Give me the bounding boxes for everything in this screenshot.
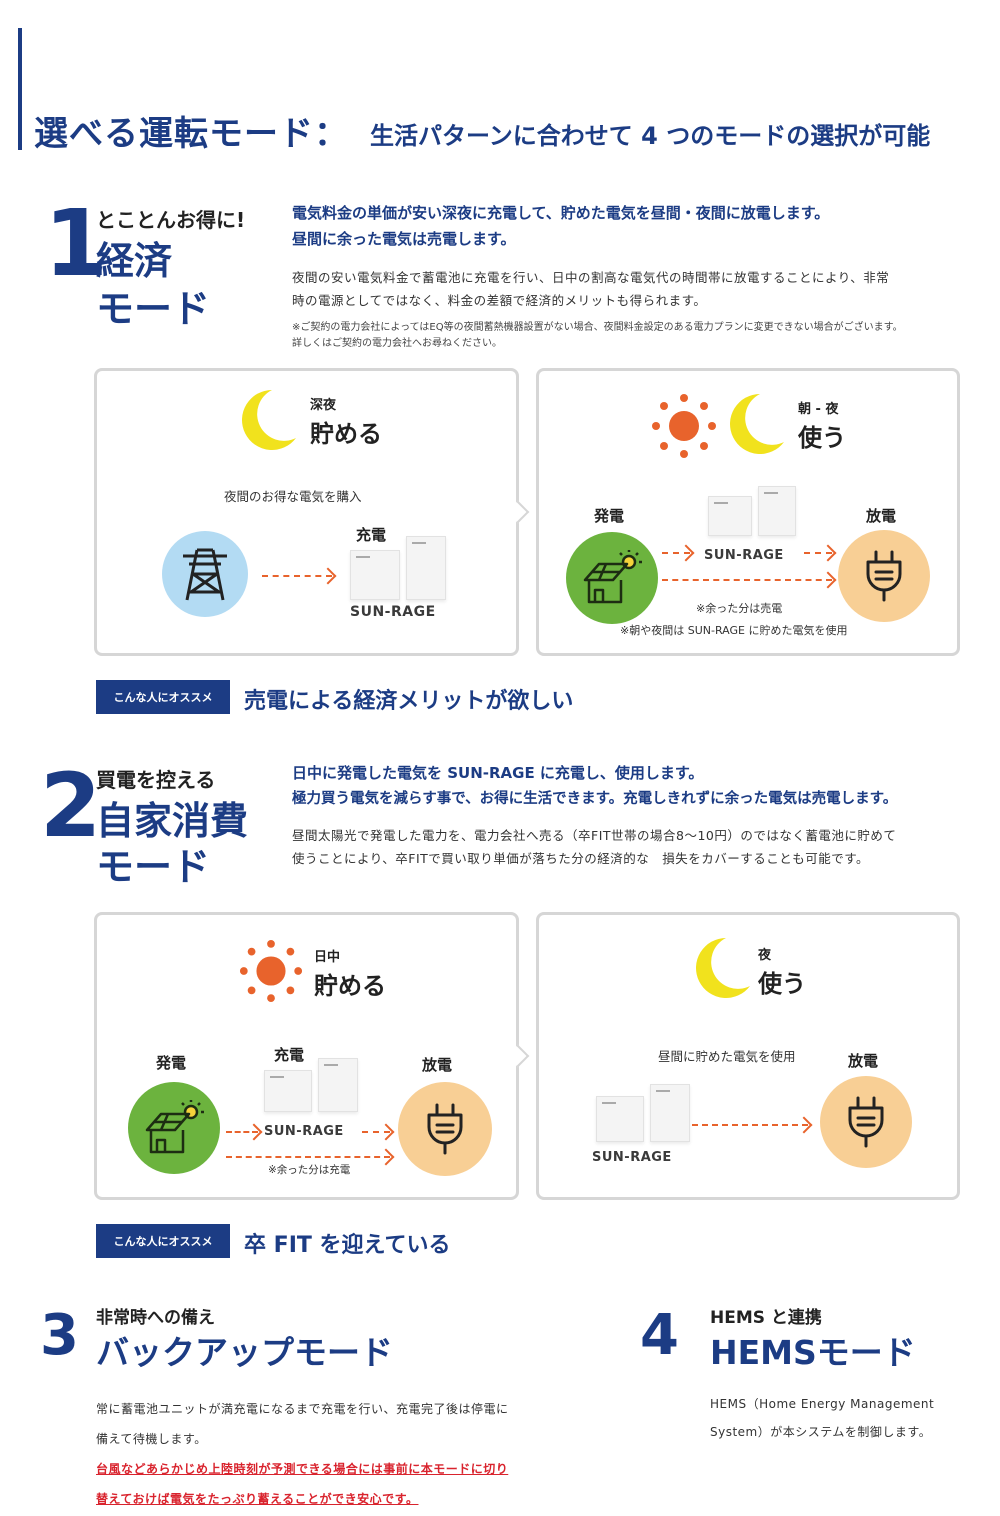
mode4-tagline: HEMS と連携 — [710, 1308, 822, 1328]
mode3-name: バックアップモード — [96, 1333, 393, 1372]
battery-unit — [758, 486, 796, 536]
mode2-recommend: 卒 FIT を迎えている — [244, 1233, 451, 1258]
pylon-circle — [162, 531, 248, 617]
mode1-right-discharge-label: 放電 — [866, 507, 897, 525]
battery-unit — [406, 536, 446, 600]
pylon-icon — [183, 548, 227, 601]
mode2-left-action: 貯める — [314, 972, 386, 1000]
mode-number-3: 3 — [40, 1303, 79, 1368]
sunrage-logo: SUN-RAGE — [350, 604, 436, 620]
mode3-tagline: 非常時への備え — [96, 1308, 215, 1328]
mode2-tagline: 買電を控える — [96, 768, 216, 792]
mode1-right-generate-label: 発電 — [594, 507, 625, 525]
plug-icon — [848, 1096, 884, 1148]
battery-unit — [318, 1058, 358, 1112]
mode1-arrow-gen-to-use — [662, 579, 832, 581]
plug-circle — [820, 1076, 912, 1168]
mode2-right-caption: 昼間に貯めた電気を使用 — [658, 1049, 796, 1064]
mode2-name-line1: 自家消費 — [96, 799, 249, 843]
mode2-left-note: ※余った分は充電 — [268, 1164, 351, 1176]
mode2-right-action: 使う — [758, 970, 806, 998]
sun-icon — [652, 394, 716, 458]
mode2-arrow-battery-to-use — [692, 1124, 808, 1126]
mode1-lead-2: 昼間に余った電気は売電します。 — [292, 230, 516, 248]
plug-circle — [398, 1082, 492, 1176]
recommend-badge: こんな人にオススメ — [96, 1224, 230, 1258]
mode2-right-time: 夜 — [758, 948, 772, 963]
sunrage-logo: SUN-RAGE — [264, 1124, 344, 1139]
mode1-arrow-gen-to-battery — [662, 552, 690, 554]
mode3-body-2: 備えて待機します。 — [96, 1432, 207, 1446]
mode2-left-discharge-label: 放電 — [422, 1056, 453, 1074]
mode2-right-discharge-label: 放電 — [848, 1052, 879, 1070]
mode4-body-1: HEMS（Home Energy Management — [710, 1397, 935, 1411]
moon-icon — [696, 938, 750, 998]
mode1-left-action: 貯める — [310, 420, 382, 448]
mode2-arrow-gen-to-battery — [226, 1131, 258, 1133]
moon-icon — [730, 394, 784, 454]
mode2-left-generate-label: 発電 — [156, 1054, 187, 1072]
mode1-body-2: 時の電源としてではなく、料金の差額で経済的メリットも得られます。 — [292, 293, 707, 308]
mode-number-4: 4 — [640, 1303, 679, 1368]
mode1-left-time: 深夜 — [310, 398, 337, 413]
solar-house-icon — [583, 550, 642, 604]
recommend-badge: こんな人にオススメ — [96, 680, 230, 714]
mode1-panel-night — [94, 368, 519, 656]
mode2-body-2: 使うことにより、卒FITで買い取り単価が落ちた分の経済的な 損失をカバーすること… — [292, 851, 870, 866]
mode1-left-charge-label: 充電 — [356, 526, 387, 544]
mode2-lead-2: 極力買う電気を減らす事で、お得に生活できます。充電しきれずに余った電気は売電しま… — [292, 791, 898, 807]
solar-circle — [128, 1082, 220, 1174]
sun-icon — [239, 939, 303, 1003]
page-title: 選べる運転モード： — [34, 114, 349, 154]
battery-unit — [264, 1070, 312, 1112]
mode2-arrow-battery-to-use — [362, 1131, 390, 1133]
mode1-name-line1: 経済 — [96, 239, 173, 283]
plug-icon — [866, 550, 902, 602]
mode2-body-1: 昼間太陽光で発電した電力を、電力会社へ売る（卒FIT世帯の場合8〜10円）のでは… — [292, 828, 897, 843]
mode2-left-charge-label: 充電 — [274, 1046, 305, 1064]
mode1-note-1: ※ご契約の電力会社によってはEQ等の夜間蓄熱機器設置がない場合、夜間料金設定のあ… — [292, 322, 903, 333]
mode2-arrow-gen-to-use — [226, 1156, 390, 1158]
mode1-arrow-charge — [262, 575, 332, 577]
mode1-right-time: 朝 - 夜 — [798, 402, 839, 417]
mode4-body-2: System）が本システムを制御します。 — [710, 1425, 932, 1439]
sunrage-logo: SUN-RAGE — [704, 548, 784, 563]
battery-unit — [596, 1096, 644, 1142]
plug-icon — [427, 1103, 463, 1155]
moon-icon — [242, 390, 296, 450]
mode1-tagline: とことんお得に! — [96, 208, 246, 232]
mode4-name: HEMSモード — [710, 1333, 916, 1372]
mode2-lead-1: 日中に発電した電気を SUN-RAGE に充電し、使用します。 — [292, 764, 704, 782]
mode2-left-time: 日中 — [314, 950, 341, 965]
mode3-warning-2: 替えておけば電気をたっぷり蓄えることができ安心です。 — [96, 1492, 419, 1506]
page-subtitle: 生活パターンに合わせて 4 つのモードの選択が可能 — [370, 122, 931, 150]
title-accent-bar — [18, 28, 22, 150]
mode1-name-line2: モード — [96, 287, 211, 331]
solar-house-icon — [145, 1100, 204, 1154]
battery-unit — [350, 550, 400, 600]
mode1-arrow-battery-to-use — [804, 552, 832, 554]
mode3-body-1: 常に蓄電池ユニットが満充電になるまで充電を行い、充電完了後は停電に — [96, 1402, 509, 1416]
solar-circle — [566, 532, 658, 624]
mode3-warning-1: 台風などあらかじめ上陸時刻が予測できる場合には事前に本モードに切り — [96, 1462, 509, 1476]
mode2-name-line2: モード — [96, 845, 211, 889]
plug-circle — [838, 530, 930, 622]
mode1-lead-1: 電気料金の単価が安い深夜に充電して、貯めた電気を昼間・夜間に放電します。 — [292, 204, 830, 222]
mode1-right-note-1: ※余った分は売電 — [696, 602, 783, 615]
mode1-right-note-2: ※朝や夜間は SUN-RAGE に貯めた電気を使用 — [620, 624, 848, 637]
mode1-recommend: 売電による経済メリットが欲しい — [244, 689, 574, 714]
mode-number-1: 1 — [44, 190, 109, 297]
mode1-note-2: 詳しくはご契約の電力会社へお尋ねください。 — [292, 338, 502, 349]
mode-number-2: 2 — [40, 754, 102, 857]
mode1-right-action: 使う — [798, 424, 846, 452]
battery-unit — [708, 496, 752, 536]
battery-unit — [650, 1084, 690, 1142]
mode1-body-1: 夜間の安い電気料金で蓄電池に充電を行い、日中の割高な電気代の時間帯に放電すること… — [292, 270, 890, 285]
mode1-left-caption: 夜間のお得な電気を購入 — [224, 489, 362, 504]
sunrage-logo: SUN-RAGE — [592, 1150, 672, 1165]
